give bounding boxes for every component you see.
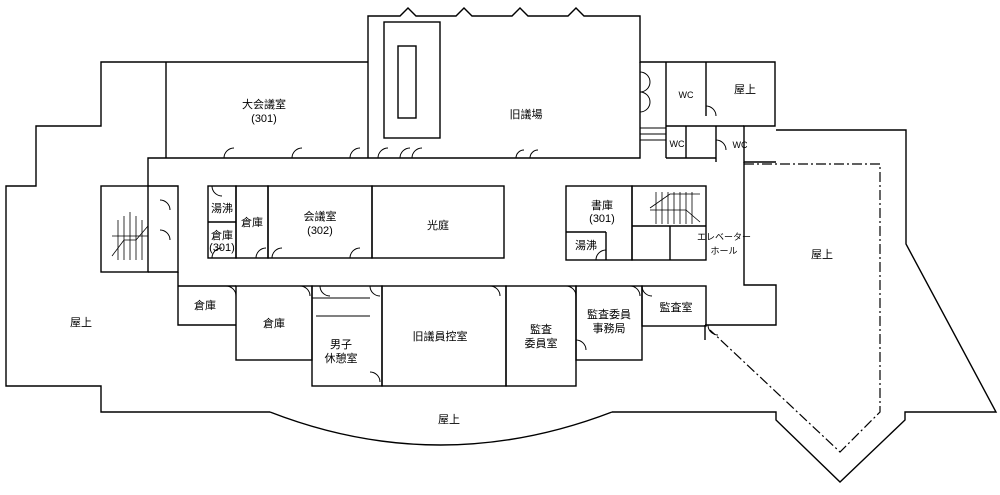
label-lightwell: 光庭 [427, 218, 449, 232]
ne-core [640, 62, 744, 162]
label-storage-c: 倉庫 [263, 316, 285, 330]
label-rooftop-south: 屋上 [438, 413, 460, 426]
central-row [207, 185, 505, 259]
label-storage-301: 倉庫 [211, 228, 233, 242]
label-elevator-hall-2: ホール [710, 246, 737, 256]
east-central [565, 185, 707, 261]
outer-walls [5, 7, 998, 483]
label-mens-lounge-2: 休憩室 [325, 351, 358, 365]
label-rooftop-top: 屋上 [734, 83, 756, 96]
label-wc-1: WC [679, 90, 694, 100]
label-hot-water-west: 湯沸 [211, 202, 233, 215]
south-row [177, 272, 719, 387]
label-storage-b: 倉庫 [194, 298, 216, 312]
label-conference-302: 会議室 [304, 209, 337, 223]
label-large-conference: 大会議室 [242, 97, 286, 111]
label-old-assembly-hall: 旧議場 [510, 107, 543, 121]
label-audit-commissioners-1: 監査 [530, 322, 552, 336]
label-audit-commissioners-2: 委員室 [525, 336, 558, 350]
label-rooftop-west: 屋上 [70, 316, 92, 329]
label-wc-2: WC [670, 139, 685, 149]
west-stairs [100, 185, 179, 273]
label-mens-lounge-1: 男子 [330, 338, 352, 351]
label-audit-room: 監査室 [660, 300, 693, 314]
label-hot-water-east: 湯沸 [575, 239, 597, 252]
label-wc-3: WC [733, 140, 748, 150]
label-elevator-hall-1: エレベーター [697, 232, 751, 242]
north-block [147, 21, 651, 186]
label-storage-301-number: (301) [209, 242, 235, 254]
label-old-members-room: 旧議員控室 [413, 329, 468, 343]
rooftop-dashline [709, 163, 881, 453]
room-labels: 大会議室 (301) 旧議場 WC WC WC 屋上 屋上 屋上 屋上 湯沸 倉… [70, 83, 833, 426]
label-conference-302-number: (302) [307, 225, 333, 237]
label-large-conference-number: (301) [251, 113, 277, 125]
label-archive-301-number: (301) [589, 213, 615, 225]
label-rooftop-east: 屋上 [811, 248, 833, 261]
label-audit-secretariat-2: 事務局 [593, 321, 626, 335]
label-archive-301: 書庫 [591, 198, 613, 212]
label-audit-secretariat-1: 監査委員 [587, 307, 631, 321]
label-storage-a: 倉庫 [241, 215, 263, 229]
